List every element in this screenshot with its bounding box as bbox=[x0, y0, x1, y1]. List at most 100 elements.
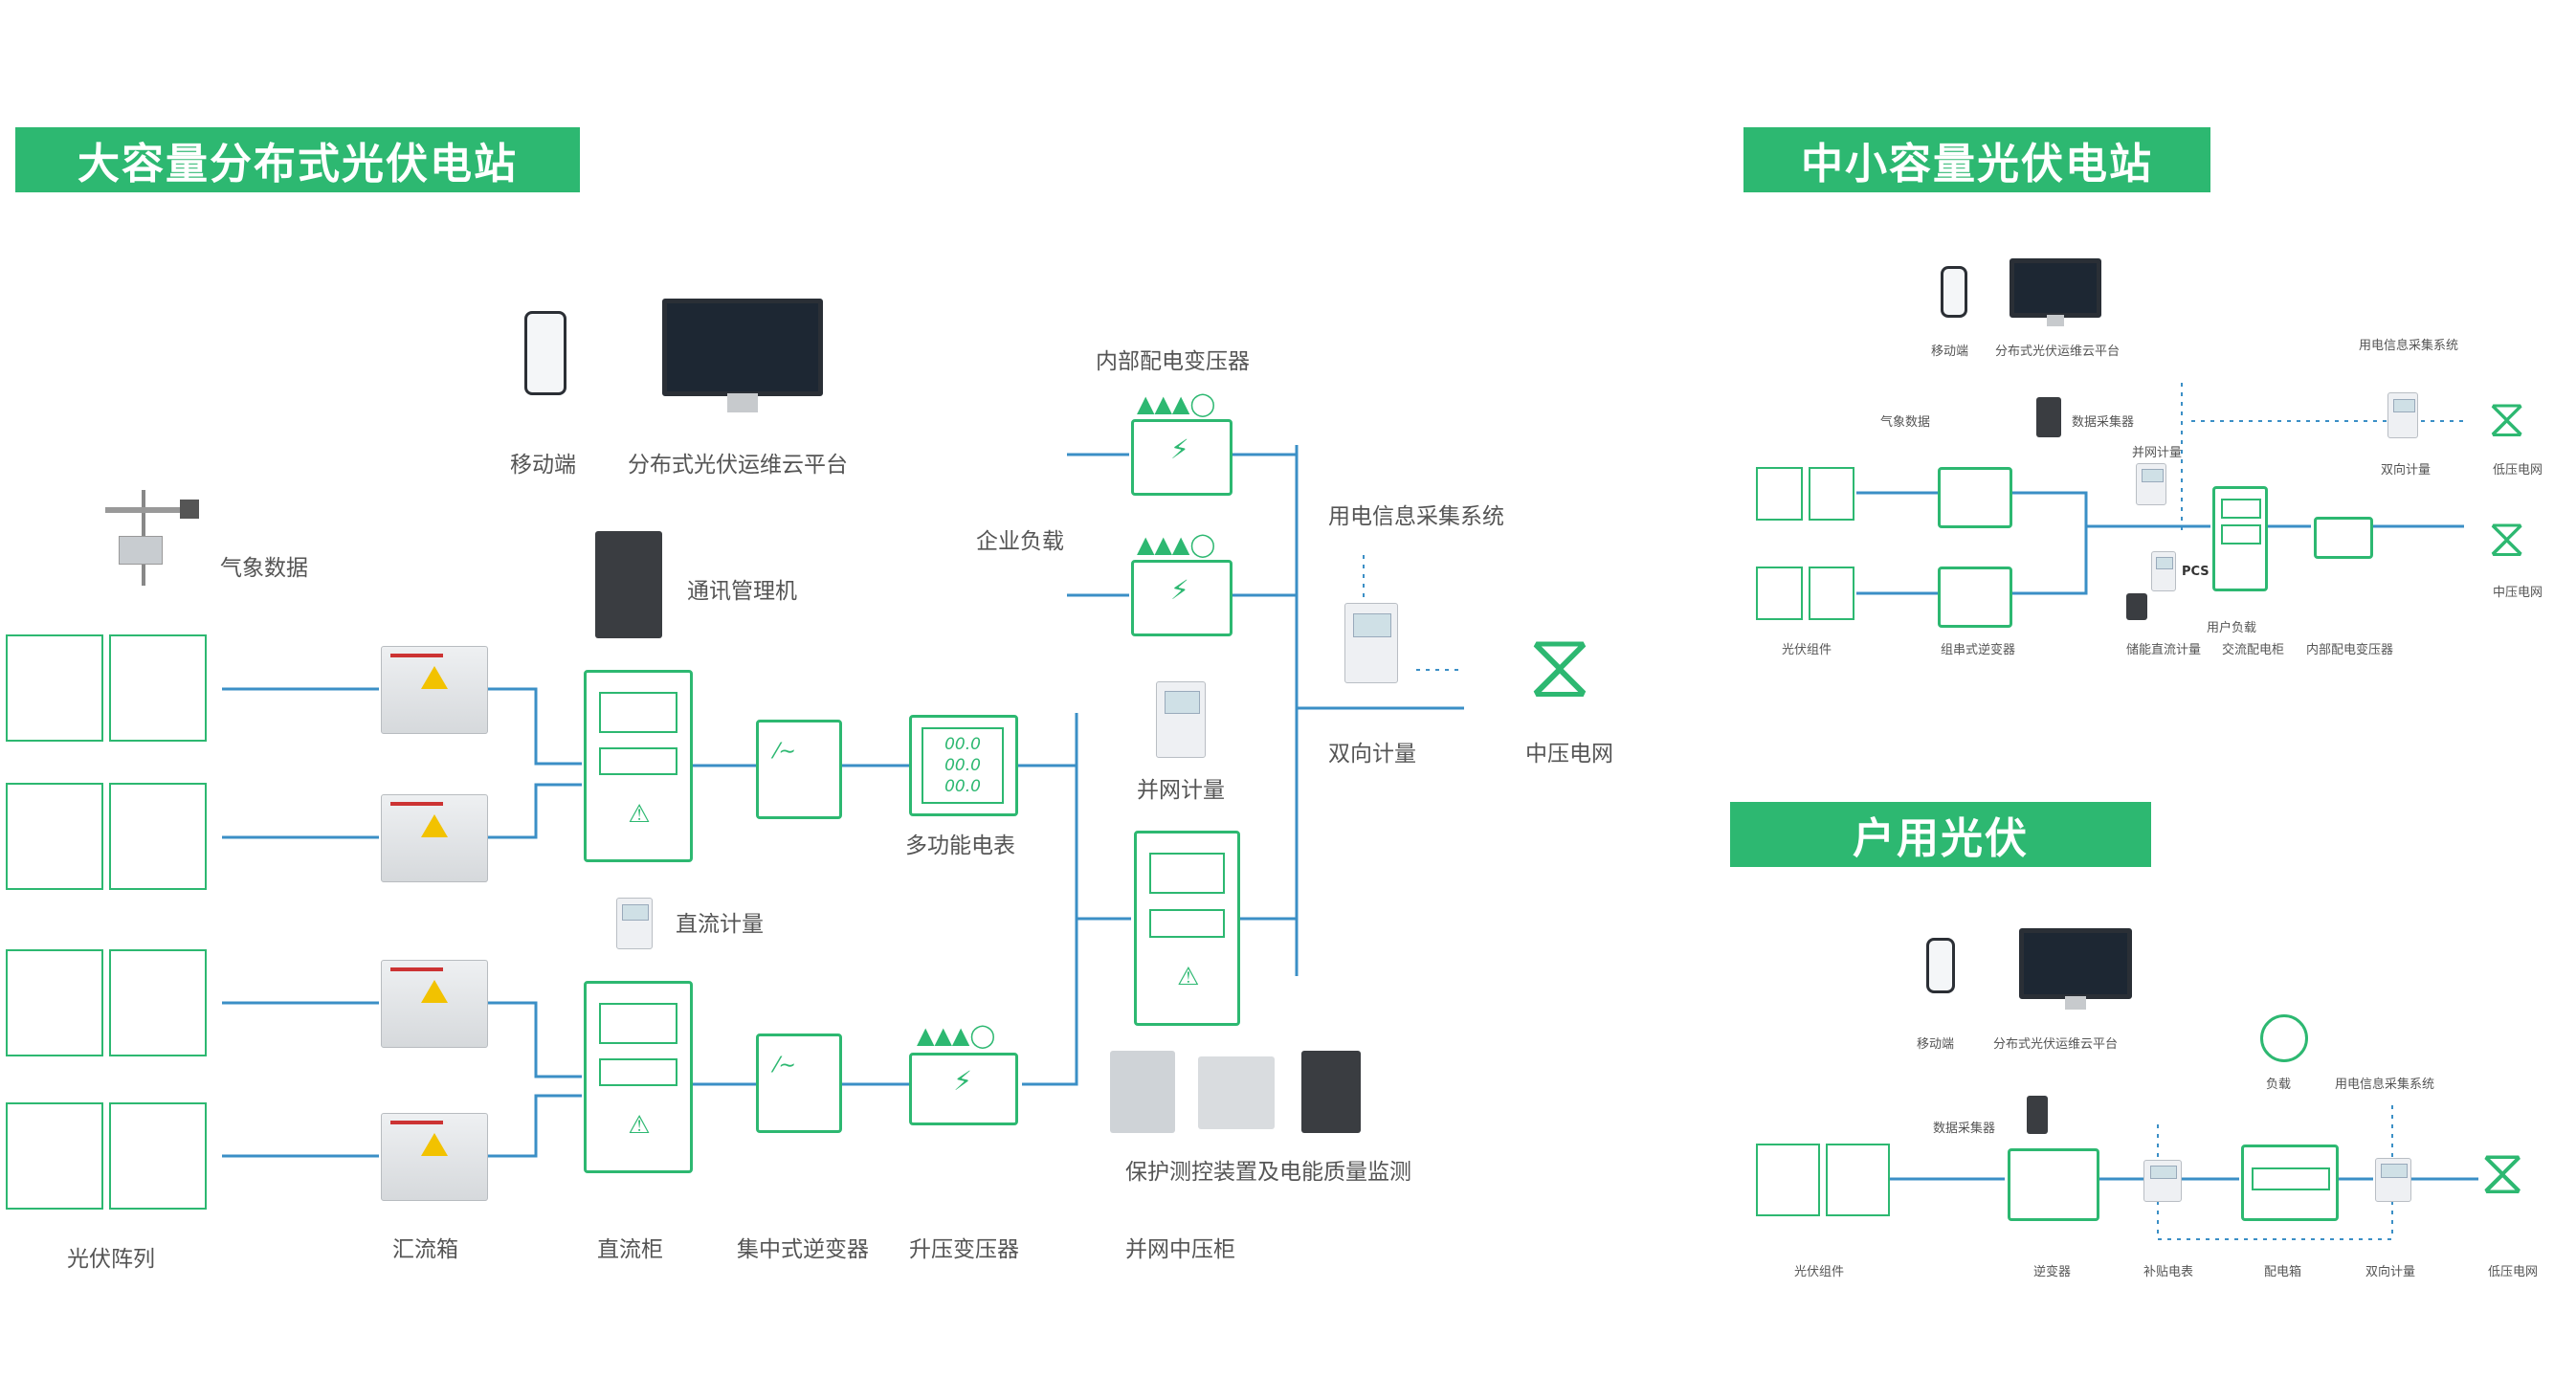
mobile-label: 移动端 bbox=[510, 453, 576, 478]
household-lv-grid-label: 低压电网 bbox=[2488, 1265, 2539, 1279]
monitor-icon bbox=[2010, 258, 2101, 326]
transformer-label: 升压变压器 bbox=[909, 1237, 1019, 1262]
household-cloud-label: 分布式光伏运维云平台 bbox=[1993, 1037, 2119, 1052]
medium-transformer-icon bbox=[2314, 517, 2373, 559]
central-inverter-2: ⁄∼ bbox=[756, 1034, 842, 1133]
load-icon bbox=[2260, 1014, 2308, 1062]
household-load-label: 负载 bbox=[2266, 1078, 2292, 1092]
medium-grid-meter-label: 并网计量 bbox=[2132, 446, 2183, 460]
grid-meter-icon bbox=[2136, 463, 2166, 505]
inner-transformer-icon-2: ⚡ bbox=[1131, 560, 1232, 636]
string-inverter-icon-1 bbox=[1938, 467, 2012, 528]
bidirectional-label: 双向计量 bbox=[1328, 742, 1416, 767]
pylon-icon: ⧖ bbox=[2488, 388, 2526, 450]
protection-device-icon bbox=[1198, 1056, 1275, 1129]
medium-inverter-label: 组串式逆变器 bbox=[1941, 643, 2016, 657]
insulator-icon: ▲▲▲◯ bbox=[1137, 390, 1216, 417]
grid-meter-icon bbox=[1156, 681, 1206, 758]
comm-manager-label: 通讯管理机 bbox=[687, 579, 797, 604]
pylon-icon: ⧖ bbox=[2488, 507, 2526, 569]
combiner-box-4 bbox=[381, 1113, 488, 1201]
household-pv-array bbox=[1756, 1144, 1890, 1216]
medium-transformer-label: 内部配电变压器 bbox=[2306, 643, 2394, 657]
medium-mv-grid-label: 中压电网 bbox=[2493, 586, 2543, 600]
medium-pv-array-1 bbox=[1756, 467, 1854, 521]
grid-meter-label: 并网计量 bbox=[1137, 778, 1225, 803]
bidirectional-meter-icon bbox=[1344, 603, 1398, 683]
medium-bidirectional-label: 双向计量 bbox=[2381, 463, 2432, 478]
medium-pv-label: 光伏组件 bbox=[1782, 643, 1832, 657]
collection-system-label: 用电信息采集系统 bbox=[1328, 504, 1504, 529]
cloud-platform-label: 分布式光伏运维云平台 bbox=[628, 453, 848, 478]
protection-label: 保护测控装置及电能质量监测 bbox=[1125, 1160, 1411, 1185]
medium-pv-array-2 bbox=[1756, 567, 1854, 620]
dc-cabinet-2: ⚠ bbox=[584, 981, 693, 1173]
medium-collection-label: 用电信息采集系统 bbox=[2359, 339, 2459, 353]
phone-icon bbox=[524, 311, 566, 395]
household-mobile-label: 移动端 bbox=[1917, 1037, 1955, 1052]
household-title: 户用光伏 bbox=[1730, 802, 2151, 867]
dc-meter-label: 直流计量 bbox=[676, 912, 764, 937]
combiner-label: 汇流箱 bbox=[392, 1237, 458, 1262]
bidirectional-meter-icon bbox=[2375, 1158, 2411, 1202]
ac-cabinet-icon bbox=[2212, 486, 2268, 591]
insulator-icon: ▲▲▲◯ bbox=[917, 1022, 996, 1049]
distribution-box-icon bbox=[2241, 1145, 2339, 1221]
power-quality-monitor-icon bbox=[1301, 1051, 1361, 1133]
central-inverter-1: ⁄∼ bbox=[756, 720, 842, 819]
pylon-icon: ⧖ bbox=[1527, 611, 1592, 719]
household-collection-label: 用电信息采集系统 bbox=[2335, 1078, 2435, 1092]
medium-user-load-label: 用户负载 bbox=[2207, 621, 2257, 635]
mv-grid-cabinet: ⚠ bbox=[1134, 831, 1240, 1026]
comm-manager-icon bbox=[595, 531, 662, 638]
medium-station-title: 中小容量光伏电站 bbox=[1743, 127, 2210, 192]
combiner-box-3 bbox=[381, 960, 488, 1048]
data-collector-icon bbox=[2027, 1096, 2048, 1134]
string-inverter-icon-2 bbox=[1938, 567, 2012, 628]
warning-icon: ⚠ bbox=[628, 799, 651, 829]
household-dist-box-label: 配电箱 bbox=[2264, 1265, 2302, 1279]
pv-array-4 bbox=[6, 1102, 207, 1210]
pv-array-3 bbox=[6, 949, 207, 1056]
insulator-icon: ▲▲▲◯ bbox=[1137, 531, 1216, 558]
pv-array-2 bbox=[6, 783, 207, 890]
household-subsidy-label: 补贴电表 bbox=[2143, 1265, 2194, 1279]
subsidy-meter-icon bbox=[2143, 1160, 2182, 1202]
pcs-label: PCS bbox=[2182, 565, 2210, 579]
bidirectional-meter-icon bbox=[2387, 392, 2418, 438]
warning-icon: ⚠ bbox=[628, 1110, 651, 1140]
medium-mobile-label: 移动端 bbox=[1931, 344, 1969, 359]
household-inverter-label: 逆变器 bbox=[2033, 1265, 2072, 1279]
mv-cabinet-label: 并网中压柜 bbox=[1125, 1237, 1235, 1262]
pv-array-label: 光伏阵列 bbox=[67, 1247, 155, 1272]
inner-transformer-label: 内部配电变压器 bbox=[1096, 349, 1250, 374]
medium-lv-grid-label: 低压电网 bbox=[2493, 463, 2543, 478]
warning-icon: ⚠ bbox=[1177, 962, 1200, 991]
medium-collector-label: 数据采集器 bbox=[2072, 415, 2135, 430]
inverter-label: 集中式逆变器 bbox=[737, 1237, 869, 1262]
medium-ac-cabinet-label: 交流配电柜 bbox=[2222, 643, 2285, 657]
household-pv-label: 光伏组件 bbox=[1794, 1265, 1845, 1279]
meter-reading-3: 00.0 bbox=[944, 777, 981, 796]
large-station-title: 大容量分布式光伏电站 bbox=[15, 127, 580, 192]
enterprise-load-label: 企业负载 bbox=[976, 529, 1064, 554]
medium-cloud-label: 分布式光伏运维云平台 bbox=[1995, 344, 2121, 359]
weather-label: 气象数据 bbox=[220, 556, 308, 581]
multi-function-meter: 00.0 00.0 00.0 bbox=[909, 715, 1018, 816]
medium-storage-meter-label: 储能直流计量 bbox=[2126, 643, 2202, 657]
household-collector-label: 数据采集器 bbox=[1933, 1122, 1996, 1136]
medium-weather-label: 气象数据 bbox=[1880, 415, 1931, 430]
multi-meter-label: 多功能电表 bbox=[905, 833, 1015, 858]
protection-device-icon bbox=[1110, 1051, 1175, 1133]
monitor-icon bbox=[2019, 928, 2132, 1010]
combiner-box-1 bbox=[381, 646, 488, 734]
phone-icon bbox=[1941, 266, 1967, 318]
meter-reading-2: 00.0 bbox=[944, 756, 981, 775]
mv-grid-label: 中压电网 bbox=[1525, 742, 1613, 767]
weather-station-icon bbox=[84, 490, 209, 586]
meter-reading-1: 00.0 bbox=[944, 735, 981, 754]
household-inverter-icon bbox=[2008, 1148, 2099, 1221]
data-collector-icon bbox=[2036, 397, 2061, 437]
storage-meter-icon bbox=[2151, 551, 2176, 591]
household-bidirectional-label: 双向计量 bbox=[2365, 1265, 2416, 1279]
